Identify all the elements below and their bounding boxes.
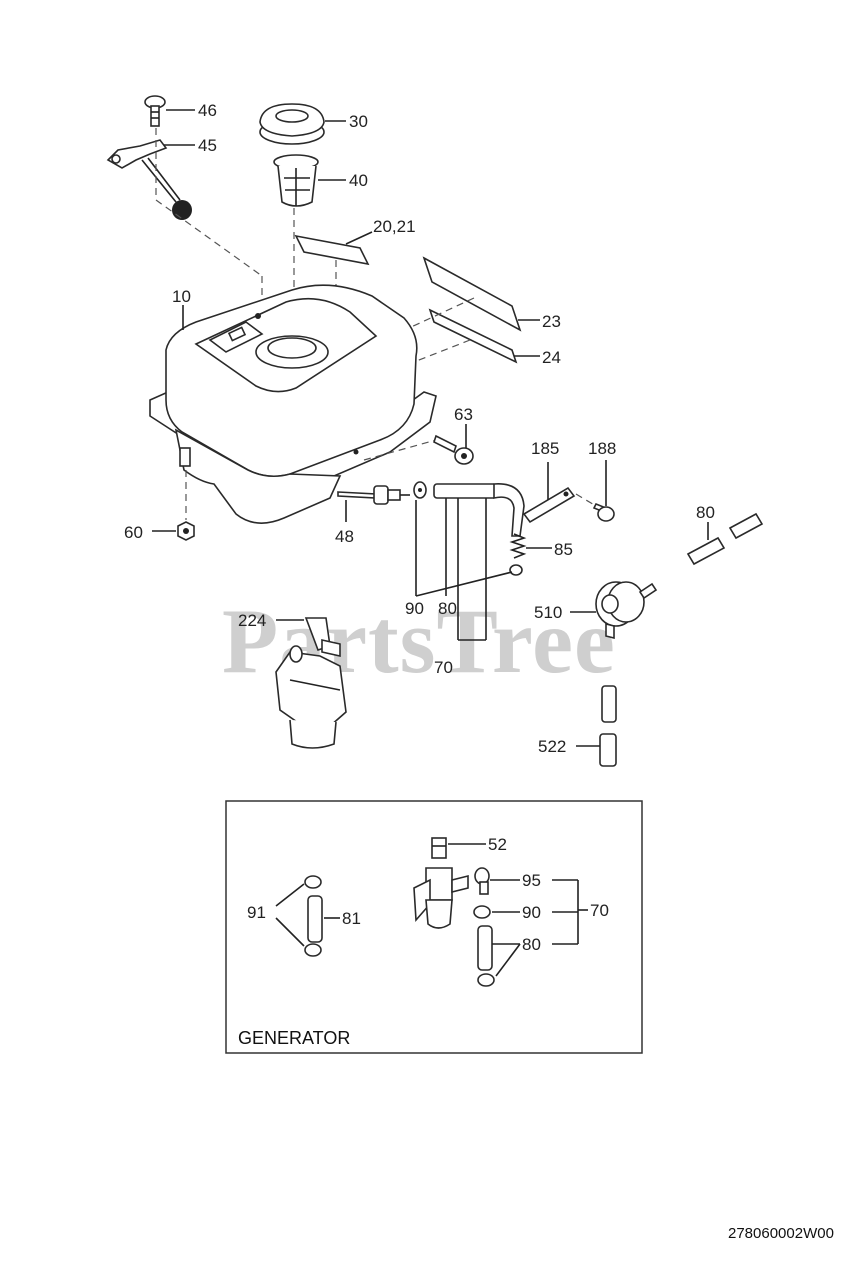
part-224-carburetor-icon[interactable] — [275, 617, 347, 749]
callout-48: 48 — [335, 527, 354, 546]
part-90-lower-clamp-icon[interactable] — [509, 564, 523, 576]
callout-85: 85 — [554, 540, 573, 559]
callout-60: 60 — [124, 523, 143, 542]
part-80-generator-hose-icon[interactable] — [477, 925, 493, 971]
callout-95: 95 — [522, 871, 541, 890]
part-95-banjo-icon[interactable] — [474, 867, 490, 895]
callout-70: 70 — [434, 658, 453, 677]
callout-80-top: 80 — [696, 503, 715, 522]
generator-inset-frame — [225, 800, 643, 1054]
part-85-spring-icon[interactable] — [509, 533, 527, 559]
callout-91: 91 — [247, 903, 266, 922]
part-23-pad-icon[interactable] — [422, 256, 522, 332]
part-90-clamp-icon[interactable] — [413, 481, 427, 499]
callout-510: 510 — [534, 603, 562, 622]
part-30-fuel-cap-icon[interactable] — [259, 103, 325, 145]
part-52-fuel-cock-icon[interactable] — [413, 837, 469, 929]
callout-63: 63 — [454, 405, 473, 424]
callout-90: 90 — [405, 599, 424, 618]
part-24-strip-icon[interactable] — [428, 308, 518, 364]
callout-46: 46 — [198, 101, 217, 120]
inset-title: GENERATOR — [238, 1028, 350, 1048]
callout-224: 224 — [238, 611, 266, 630]
part-91-clamp-icon[interactable] — [304, 875, 322, 957]
callout-80-generator: 80 — [522, 935, 541, 954]
callout-45: 45 — [198, 136, 217, 155]
part-188-screw-icon[interactable] — [592, 502, 615, 522]
callout-24: 24 — [542, 348, 561, 367]
callout-188: 188 — [588, 439, 616, 458]
part-81-hose-icon[interactable] — [307, 895, 323, 943]
part-510-fuel-valve-icon[interactable] — [595, 581, 658, 640]
callout-522: 522 — [538, 737, 566, 756]
callout-10: 10 — [172, 287, 191, 306]
part-63-bolt-icon[interactable] — [433, 434, 474, 465]
part-40-strainer-icon[interactable] — [273, 154, 319, 207]
part-20-21-label-icon[interactable] — [294, 234, 370, 266]
part-45-bracket-icon[interactable] — [106, 139, 192, 220]
part-60-nut-icon[interactable] — [177, 521, 195, 541]
diagram-number: 278060002W00 — [728, 1225, 834, 1242]
callout-20-21: 20,21 — [373, 217, 416, 236]
callout-52: 52 — [488, 835, 507, 854]
callout-80: 80 — [438, 599, 457, 618]
callout-81: 81 — [342, 909, 361, 928]
callout-30: 30 — [349, 112, 368, 131]
part-80-hose-right-icon[interactable] — [686, 512, 764, 566]
callout-185: 185 — [531, 439, 559, 458]
part-46-screw-icon[interactable] — [144, 95, 166, 127]
callout-23: 23 — [542, 312, 561, 331]
part-90-generator-clamp-icon[interactable] — [473, 905, 495, 987]
callout-90-generator: 90 — [522, 903, 541, 922]
part-80-fuel-hose-icon[interactable] — [433, 483, 525, 537]
part-48-fitting-icon[interactable] — [337, 485, 410, 505]
callout-40: 40 — [349, 171, 368, 190]
callout-70-generator: 70 — [590, 901, 609, 920]
part-10-fuel-tank-icon[interactable] — [149, 284, 437, 524]
part-522-hose-icon[interactable] — [599, 685, 617, 767]
part-185-strap-icon[interactable] — [522, 486, 576, 524]
